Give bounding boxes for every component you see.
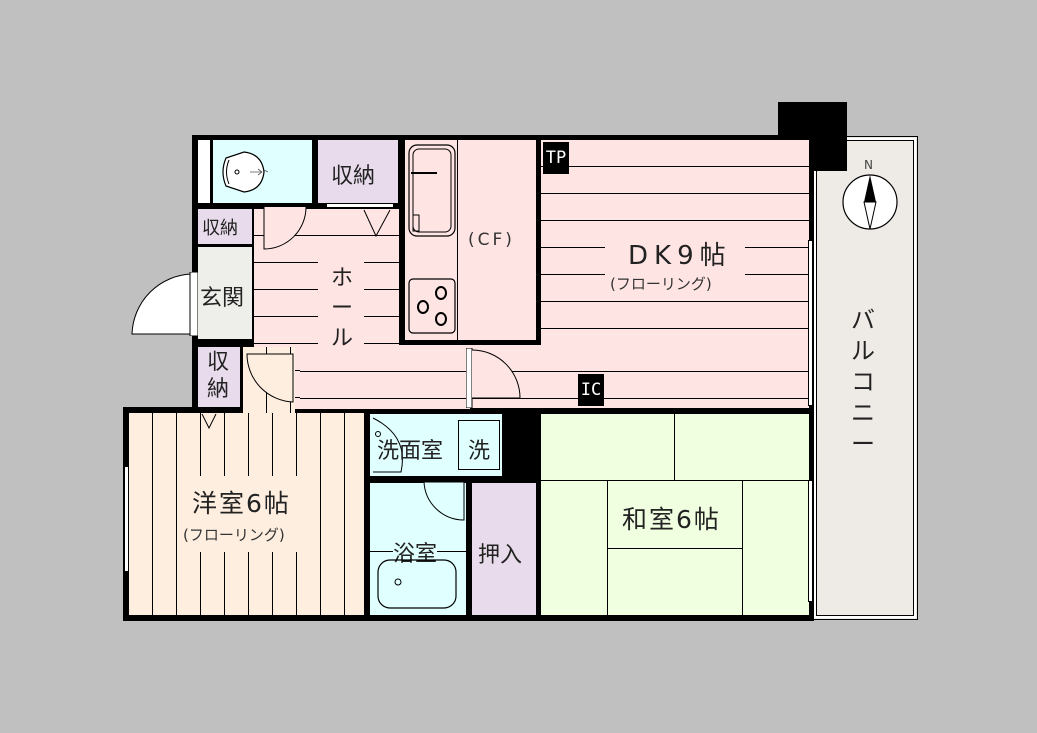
balcony-label: バ ル コ ニ ー	[851, 306, 875, 458]
storage-left	[198, 209, 252, 244]
toilet-icon	[222, 151, 269, 193]
western-window[interactable]	[124, 466, 129, 572]
washer-space	[458, 420, 500, 470]
kitchen-label: (CF)	[468, 230, 515, 250]
ic-tag: IC	[578, 374, 604, 406]
storage-door-icon	[363, 209, 391, 238]
dk-label: DK9帖	[628, 241, 732, 271]
storage-top-label: 収納	[331, 164, 376, 189]
tp-tag: TP	[543, 142, 569, 174]
hall-label: ホ ー ル	[330, 266, 353, 351]
tatami-line-h1	[541, 480, 809, 481]
western-door[interactable]	[245, 352, 295, 404]
dk-label-mask	[605, 236, 745, 298]
tatami-line-h2	[607, 548, 742, 549]
stove-icon	[408, 278, 456, 334]
storage-top	[318, 140, 398, 203]
entrance-door[interactable]	[130, 272, 198, 336]
kitchen-counter-line	[457, 140, 458, 340]
compass-icon	[842, 174, 898, 230]
storage-small-label: 収 納	[207, 350, 230, 402]
tatami-line-v2	[607, 480, 608, 615]
compass-north-label: N	[864, 158, 873, 172]
tatami-line-v1	[674, 414, 675, 480]
dk-door[interactable]	[466, 348, 524, 408]
toilet-door-swing[interactable]	[262, 205, 308, 251]
western-sublabel: (フローリング)	[183, 526, 285, 544]
sink-icon	[408, 144, 456, 237]
japanese-window[interactable]	[808, 480, 813, 602]
bathtub-icon	[377, 559, 457, 609]
toilet-side-space	[198, 140, 210, 203]
dk-window[interactable]	[808, 240, 813, 406]
japanese-label: 和室6帖	[622, 505, 721, 534]
washroom-label: 洗面室	[377, 439, 444, 464]
storage-left-label: 収納	[202, 218, 238, 239]
bathroom-label: 浴室	[393, 536, 438, 568]
storage-small	[198, 347, 240, 407]
western-label: 洋室6帖	[192, 489, 291, 518]
washbasin-icon	[372, 417, 403, 473]
closet	[472, 483, 536, 615]
closet-label: 押入	[478, 543, 523, 568]
compass: N	[842, 158, 898, 234]
storage-small-door-icon	[201, 413, 217, 430]
balcony-inner-border	[816, 140, 914, 616]
dk-sublabel: (フローリング)	[610, 275, 712, 293]
japanese-room	[541, 414, 809, 615]
storage-top-door[interactable]	[326, 203, 394, 208]
bathroom-door[interactable]	[422, 480, 466, 522]
entrance-label: 玄関	[200, 286, 245, 311]
tatami-line-v3	[742, 480, 743, 615]
entrance	[198, 247, 252, 339]
dk-lower	[470, 345, 809, 408]
washer-label: 洗	[468, 439, 491, 464]
western-label-mask	[180, 476, 312, 552]
hall-label-mask	[318, 260, 364, 360]
